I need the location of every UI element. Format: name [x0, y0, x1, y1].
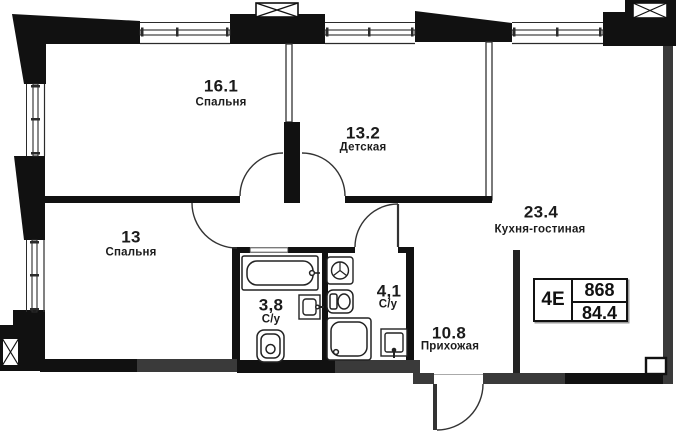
- room-area-bathroom-1: 3,8: [258, 295, 284, 315]
- room-area-nursery: 13.2: [345, 123, 381, 143]
- sink-icon: [298, 294, 324, 320]
- toilet-icon: [326, 289, 354, 314]
- washing-machine-icon: [326, 256, 354, 285]
- room-name-bathroom-1: С/у: [261, 313, 281, 326]
- toilet-icon: [256, 329, 285, 363]
- bathtub-icon: [241, 255, 320, 291]
- unit-number: 868: [573, 280, 626, 303]
- exterior-walls: [0, 0, 676, 371]
- room-area-bathroom-2: 4,1: [376, 281, 402, 301]
- interior-walls: [40, 41, 673, 384]
- shower-icon: [326, 317, 372, 361]
- room-area-hallway: 10.8: [431, 323, 467, 343]
- room-area-bedroom-1: 16.1: [203, 76, 239, 96]
- room-name-bedroom-2: Спальня: [105, 246, 157, 259]
- room-name-nursery: Детская: [339, 141, 387, 154]
- room-name-kitchen-living: Кухня-гостиная: [494, 223, 586, 236]
- sink-icon: [380, 328, 408, 358]
- unit-layout-type: 4Е: [535, 280, 573, 320]
- unit-total-area: 84.4: [581, 303, 618, 323]
- room-name-hallway: Прихожая: [420, 340, 480, 353]
- ventilation-shaft-icon: [1, 2, 668, 367]
- column: [644, 356, 668, 376]
- room-name-bathroom-2: С/у: [378, 298, 398, 311]
- room-name-bedroom-1: Спальня: [195, 96, 247, 109]
- room-area-bedroom-2: 13: [121, 227, 141, 247]
- unit-info-box: 4Е 868 84.4: [533, 278, 628, 323]
- door-swing-icon: [191, 152, 484, 431]
- room-area-kitchen-living: 23.4: [523, 202, 559, 222]
- window-icon: [26, 22, 604, 313]
